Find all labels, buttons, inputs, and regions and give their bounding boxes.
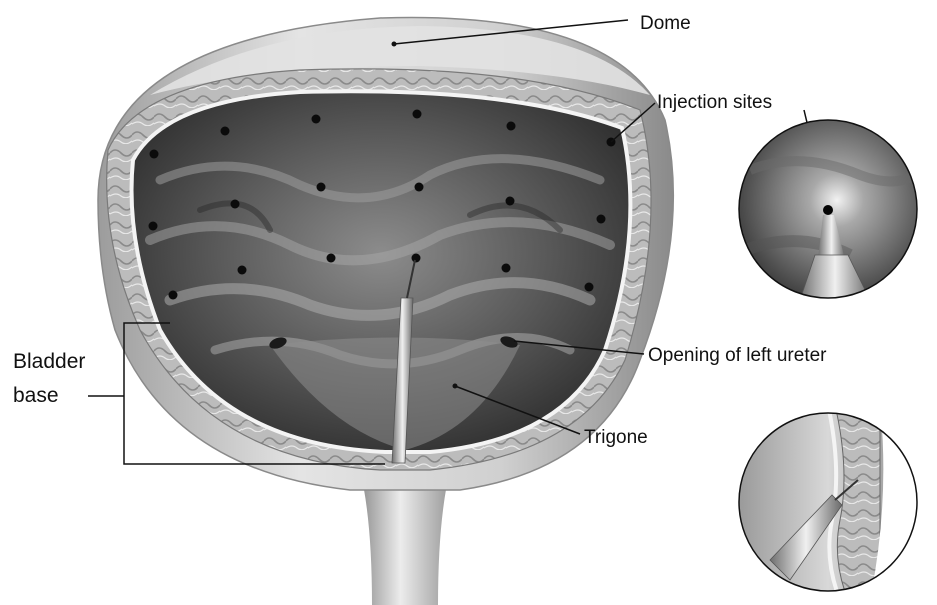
injection-site-dot xyxy=(231,200,240,209)
label-opening-left-ureter: Opening of left ureter xyxy=(648,345,827,366)
label-injection-sites: Injection sites xyxy=(657,92,772,113)
trigone-pointer-dot xyxy=(453,384,458,389)
label-dome: Dome xyxy=(640,13,691,34)
inset-wall-crosssection xyxy=(739,405,920,600)
injection-site-dot xyxy=(597,215,606,224)
label-trigone: Trigone xyxy=(584,427,648,448)
label-bladder-base-line2: base xyxy=(13,384,59,407)
injection-site-dot xyxy=(413,110,422,119)
dome-pointer-dot xyxy=(392,42,397,47)
injection-site-dot xyxy=(317,183,326,192)
label-bladder-base-line1: Bladder xyxy=(13,350,85,373)
injection-site-dot xyxy=(149,222,158,231)
injection-site-dot xyxy=(506,197,515,206)
injection-site-dot xyxy=(415,183,424,192)
injection-site-dot xyxy=(150,150,159,159)
injection-site-dot xyxy=(412,254,421,263)
injection-site-dot xyxy=(585,283,594,292)
injection-site-dot xyxy=(221,127,230,136)
injection-site-dot xyxy=(312,115,321,124)
injection-site-dot xyxy=(502,264,511,273)
inset-needle-closeup xyxy=(739,120,920,300)
injection-site-dot xyxy=(327,254,336,263)
injection-site-dot xyxy=(507,122,516,131)
injection-site-dot xyxy=(238,266,247,275)
injection-site-dot xyxy=(169,291,178,300)
